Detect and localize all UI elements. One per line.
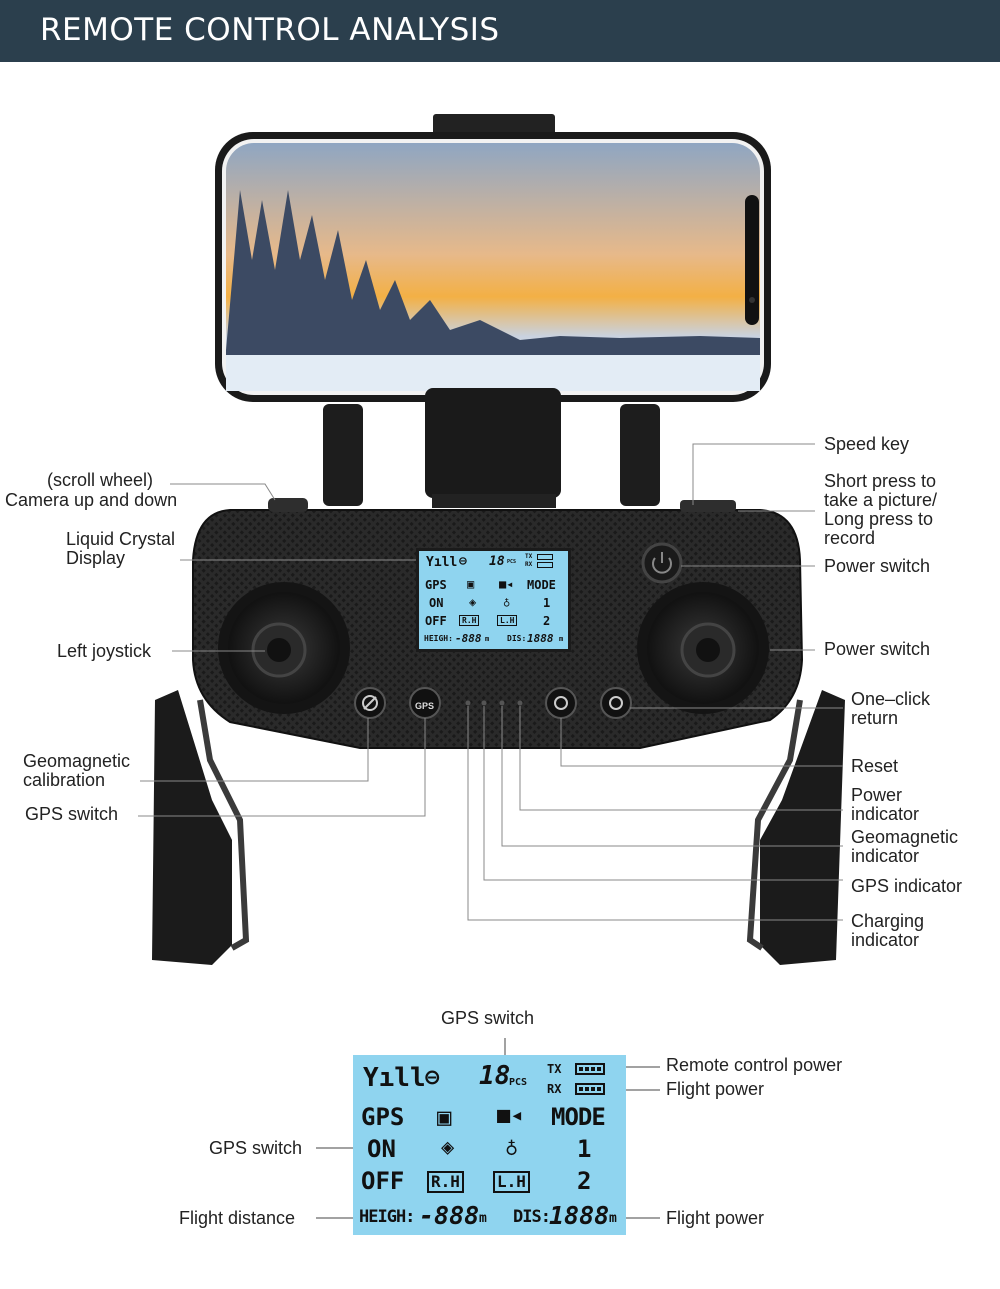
callout-lines xyxy=(138,443,843,921)
height-value: -888 xyxy=(419,1201,480,1230)
lcd-diagram: Yıll ⊖ 18 PCS TX RX GPS ▣ ■◂ MODE ON ◈ ♁… xyxy=(353,1055,626,1235)
location-icon: ♁ xyxy=(505,1135,519,1160)
gps-button-label: GPS xyxy=(415,701,435,711)
location-icon: ♁ xyxy=(503,595,511,609)
rx-battery-icon xyxy=(575,1083,605,1095)
scroll-wheel-label: (scroll wheel) xyxy=(46,470,154,490)
lcd-gps-switch-top-label: GPS switch xyxy=(441,1008,535,1028)
controller-lcd: Yıll ⊖ 18 PCS TX RX GPS ▣ ■◂ MODE ON ◈ ♁… xyxy=(416,548,571,652)
sat-count: 18 xyxy=(489,554,505,569)
tx-battery-icon xyxy=(537,554,553,560)
shutter-label: Short press to take a picture/ Long pres… xyxy=(824,471,938,548)
speed-key-label: Speed key xyxy=(824,434,910,454)
distance-label: DIS: xyxy=(513,1207,551,1227)
gps-indicator-label: GPS indicator xyxy=(851,876,963,896)
one-click-return-label: One–click return xyxy=(851,689,931,728)
lcd-gps-switch-left-label: GPS switch xyxy=(209,1138,303,1158)
geomagnetic-indicator-label: Geomagnetic indicator xyxy=(851,827,959,866)
sat-count: 18 xyxy=(479,1061,511,1091)
distance-value: 1888 xyxy=(549,1201,610,1230)
video-icon: ■◂ xyxy=(497,1103,524,1128)
lcd-label: Liquid Crystal Display xyxy=(66,529,176,568)
camera-icon: ▣ xyxy=(467,577,475,591)
left-joystick xyxy=(218,582,350,714)
target-icon: ◈ xyxy=(441,1135,455,1160)
height-label: HEIGH: xyxy=(359,1207,415,1227)
right-joystick xyxy=(637,582,769,714)
flight-power-label-1: Flight power xyxy=(666,1079,765,1099)
remote-control-power-label: Remote control power xyxy=(666,1055,843,1075)
scroll-wheel xyxy=(268,498,308,512)
signal-icon: Yıll xyxy=(363,1063,426,1093)
propeller-icon: ⊖ xyxy=(425,1063,440,1091)
rx-battery-icon xyxy=(537,562,553,568)
reset-label: Reset xyxy=(851,756,899,776)
flight-power-label-2: Flight power xyxy=(666,1208,765,1228)
one-click-return-button xyxy=(600,687,632,719)
signal-icon: Yıll xyxy=(426,555,458,570)
flight-distance-label: Flight distance xyxy=(179,1208,296,1228)
power-switch-label-1: Power switch xyxy=(824,556,931,576)
reset-button xyxy=(545,687,577,719)
page-title: REMOTE CONTROL ANALYSIS xyxy=(40,12,500,48)
gps-switch-label: GPS switch xyxy=(25,804,119,824)
tx-battery-icon xyxy=(575,1063,605,1075)
power-indicator-label: Power indicator xyxy=(851,785,920,824)
propeller-icon: ⊖ xyxy=(459,554,467,569)
charging-indicator-label: Charging indicator xyxy=(851,911,925,950)
target-icon: ◈ xyxy=(469,595,477,609)
video-icon: ■◂ xyxy=(499,577,514,591)
page-header: REMOTE CONTROL ANALYSIS xyxy=(0,0,1000,62)
left-joystick-label: Left joystick xyxy=(57,641,152,661)
camera-icon: ▣ xyxy=(437,1103,452,1131)
smartphone xyxy=(215,132,771,402)
sat-unit: PCS xyxy=(509,1077,528,1088)
scroll-wheel-sublabel: Camera up and down xyxy=(5,490,178,510)
geomagnetic-calibration-label: Geomagnetic calibration xyxy=(23,751,131,790)
power-switch-label-2: Power switch xyxy=(824,639,931,659)
